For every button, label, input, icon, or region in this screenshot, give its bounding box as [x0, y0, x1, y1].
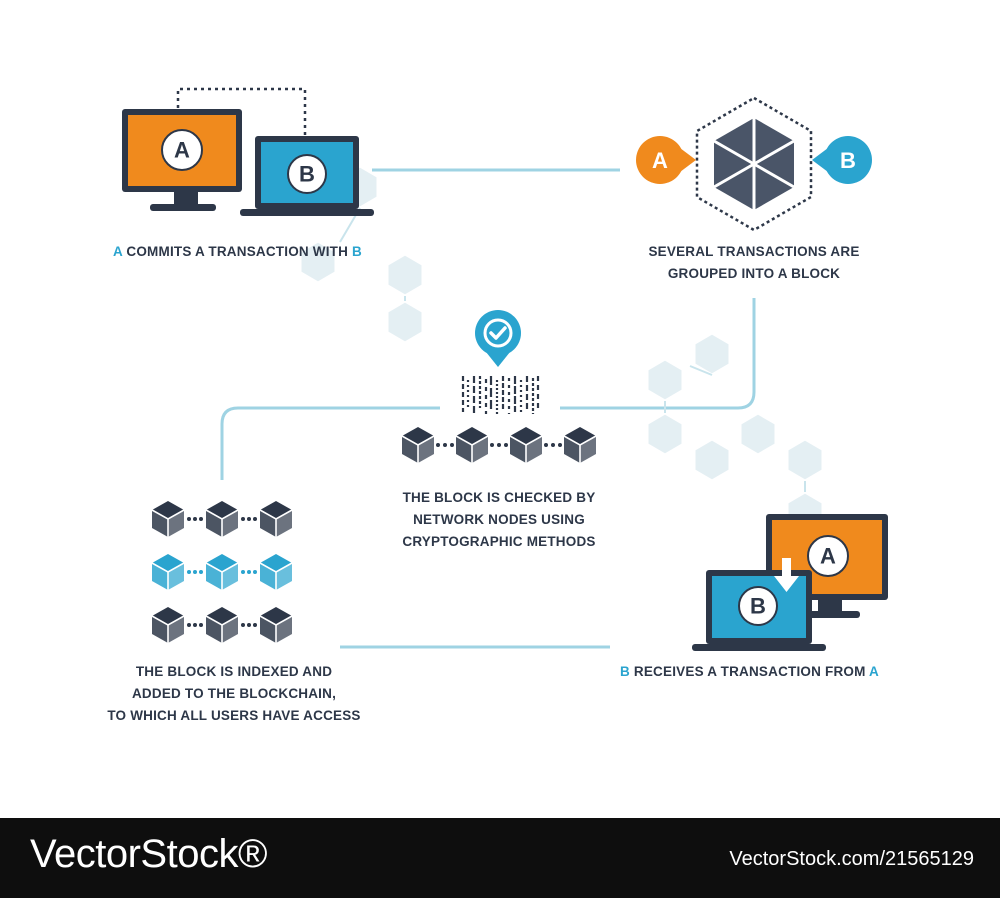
dotted-link — [176, 87, 307, 136]
cube-icon-highlight — [151, 553, 185, 591]
laptop-b-letter: B — [299, 162, 315, 187]
caption-checked-line3: CRYPTOGRAPHIC METHODS — [402, 534, 596, 549]
caption-receives-a: A — [869, 664, 879, 679]
caption-commit-text: COMMITS A TRANSACTION WITH — [122, 244, 353, 259]
caption-commit-a: A — [113, 244, 123, 259]
receiver-laptop-b-icon: B — [692, 570, 826, 651]
caption-commit: A COMMITS A TRANSACTION WITH B — [113, 241, 362, 263]
computer-a-letter: A — [174, 138, 190, 163]
caption-receives-b: B — [620, 664, 630, 679]
download-arrow-icon — [774, 558, 799, 592]
cube-icon — [151, 500, 185, 538]
caption-commit-b: B — [352, 244, 362, 259]
chain-dots — [436, 443, 562, 447]
cube-icon — [401, 426, 435, 464]
chain-dots — [187, 517, 257, 627]
marker-b-icon: B — [812, 136, 872, 184]
caption-indexed: THE BLOCK IS INDEXED AND ADDED TO THE BL… — [96, 661, 372, 727]
brand-logo-text: VectorStock® — [30, 832, 267, 876]
marker-b-letter: B — [840, 148, 856, 173]
caption-grouped-line1: SEVERAL TRANSACTIONS ARE — [648, 244, 860, 259]
footer-bar: VectorStock® VectorStock.com/21565129 — [0, 818, 1000, 898]
marker-a-icon: A — [636, 136, 696, 184]
cube-icon — [205, 500, 239, 538]
caption-checked: THE BLOCK IS CHECKED BY NETWORK NODES US… — [379, 487, 619, 553]
laptop-b-icon: B — [240, 136, 374, 216]
cube-icon — [151, 606, 185, 644]
caption-indexed-line1: THE BLOCK IS INDEXED AND — [135, 664, 333, 679]
blockchain-grid — [151, 500, 293, 644]
cube-icon — [259, 500, 293, 538]
image-credit: VectorStock.com/21565129 — [729, 848, 974, 870]
cube-icon-highlight — [205, 553, 239, 591]
receiver-a-letter: A — [820, 544, 836, 569]
block-hexagon-icon — [695, 96, 813, 232]
cube-icon — [455, 426, 489, 464]
caption-checked-line2: NETWORK NODES USING — [413, 512, 585, 527]
caption-receives-text: RECEIVES A TRANSACTION FROM — [629, 664, 870, 679]
cube-icon — [259, 606, 293, 644]
caption-indexed-line3: TO WHICH ALL USERS HAVE ACCESS — [107, 708, 361, 723]
blockchain-process-diagram: A B A — [122, 87, 888, 651]
chain-dots-highlight — [187, 570, 257, 574]
cube-icon — [509, 426, 543, 464]
cryptographic-code-icon — [461, 376, 540, 414]
cube-icon — [205, 606, 239, 644]
caption-receives: B RECEIVES A TRANSACTION FROM A — [620, 661, 879, 683]
checkmark-pin-icon — [475, 310, 521, 367]
verification-chain — [401, 426, 597, 464]
flow-connectors — [220, 168, 756, 649]
receiver-b-letter: B — [750, 594, 766, 619]
caption-grouped: SEVERAL TRANSACTIONS ARE GROUPED INTO A … — [634, 241, 874, 285]
cube-icon-highlight — [259, 553, 293, 591]
caption-checked-line1: THE BLOCK IS CHECKED BY — [402, 490, 596, 505]
background-hexagons — [298, 164, 825, 536]
cube-icon — [563, 426, 597, 464]
caption-grouped-line2: GROUPED INTO A BLOCK — [667, 266, 841, 281]
marker-a-letter: A — [652, 148, 668, 173]
computer-a-icon: A — [122, 87, 307, 211]
caption-indexed-line2: ADDED TO THE BLOCKCHAIN, — [131, 686, 337, 701]
